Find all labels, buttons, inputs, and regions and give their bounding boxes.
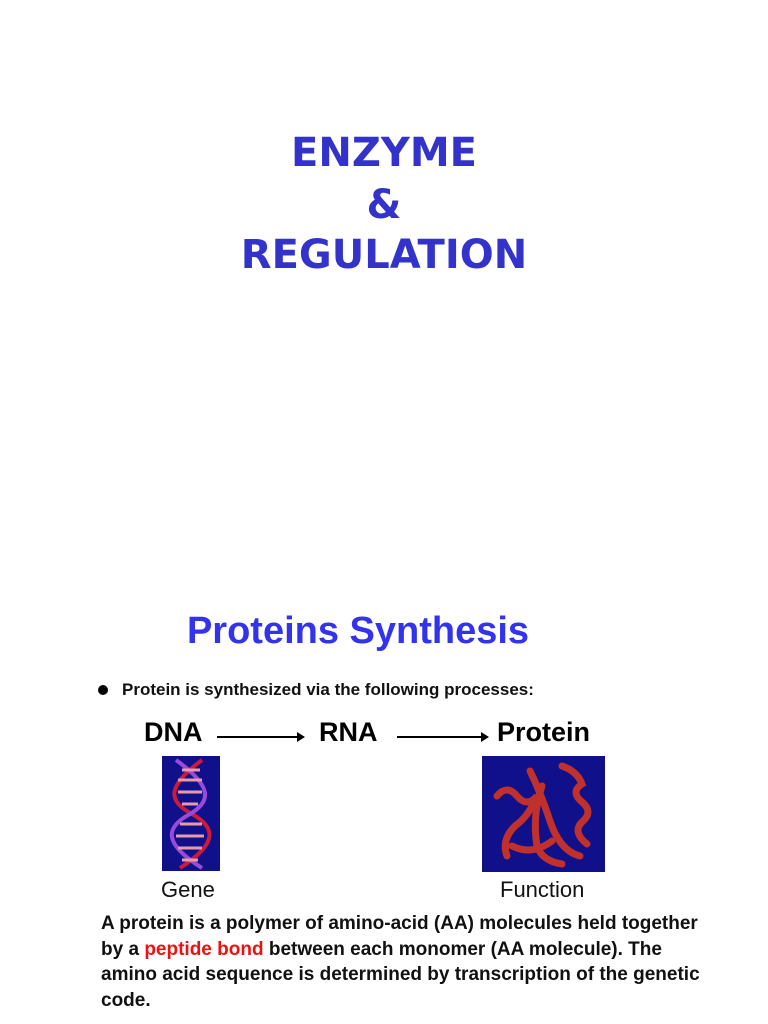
title-line-enzyme: ENZYME [291,130,477,176]
paragraph-text-1: A protein is a polymer of amino-acid (AA… [101,913,698,960]
label-gene: Gene [161,877,215,902]
title-line-ampersand: & [366,182,402,228]
flow-dna: DNA [144,717,203,747]
flow-protein: Protein [497,717,591,747]
title-line-regulation: REGULATION [240,232,528,278]
label-function: Function [500,877,585,902]
arrow-right-icon [397,732,489,742]
bullet-item: Protein is synthesized via the following… [98,680,534,700]
flow-rna: RNA [319,717,378,747]
protein-structure-image [482,756,605,872]
bullet-icon [98,685,108,695]
dna-helix-image [162,756,220,871]
arrow-right-icon [217,732,305,742]
paragraph-text-2: between each monomer (AA molecule). The … [101,938,700,1011]
peptide-bond-highlight: peptide bond [144,938,264,960]
bullet-text: Protein is synthesized via the following… [122,680,534,699]
slide-title: Proteins Synthesis [186,610,530,652]
description-paragraph: A protein is a polymer of amino-acid (AA… [101,911,701,1013]
